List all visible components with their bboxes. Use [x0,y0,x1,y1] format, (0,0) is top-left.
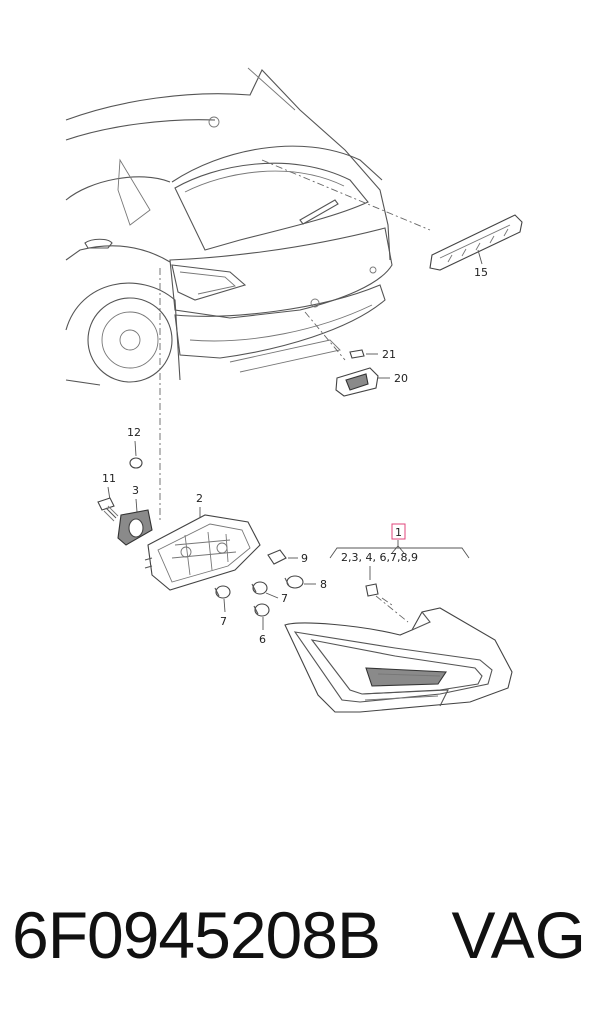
callout-1-bracket [329,547,470,559]
bulb-8-part [284,575,316,589]
car-rear-illustration [65,67,393,386]
callout-1: 1 [395,526,402,539]
callout-9: 9 [301,552,308,565]
bulb-6-part [253,603,270,630]
bracket-apex [391,540,405,554]
callout-7a: 7 [220,615,227,628]
callout-12: 12 [127,426,141,439]
screw-part [97,497,119,522]
callout-1-highlight [391,523,406,540]
parts-diagram: 15 21 20 12 11 3 2 [65,67,523,713]
leader-12 [134,440,137,457]
license-plate-light-part [335,367,390,397]
seal-part [117,509,153,546]
plate-light-bulb-part [349,349,378,359]
callout-3: 3 [132,484,139,497]
part-number: 6F0945208B [12,898,381,972]
bulb-holder-part [144,514,261,591]
bulb-7a-part [214,585,231,613]
leader-to-brake-light [261,159,431,231]
callout-2: 2 [196,492,203,505]
callout-8: 8 [320,578,327,591]
callout-1-contents: 2,3, 4, 6,7,8,9 [341,551,418,564]
grommet-part [129,457,143,469]
callout-21: 21 [382,348,396,361]
third-brake-light-part [429,214,523,271]
callout-6: 6 [259,633,266,646]
callout-11: 11 [102,472,116,485]
tail-lamp-assembly-part [284,583,513,713]
leader-3 [135,498,138,513]
callout-15: 15 [474,266,488,279]
bulb-9-part [267,549,298,565]
footer: 6F0945208B VAG [0,880,600,990]
callout-7b: 7 [281,592,288,605]
bulb-7b-part [251,581,279,599]
brand-name: VAG [451,898,586,972]
callout-20: 20 [394,372,408,385]
leader-to-plate-light [304,311,346,361]
